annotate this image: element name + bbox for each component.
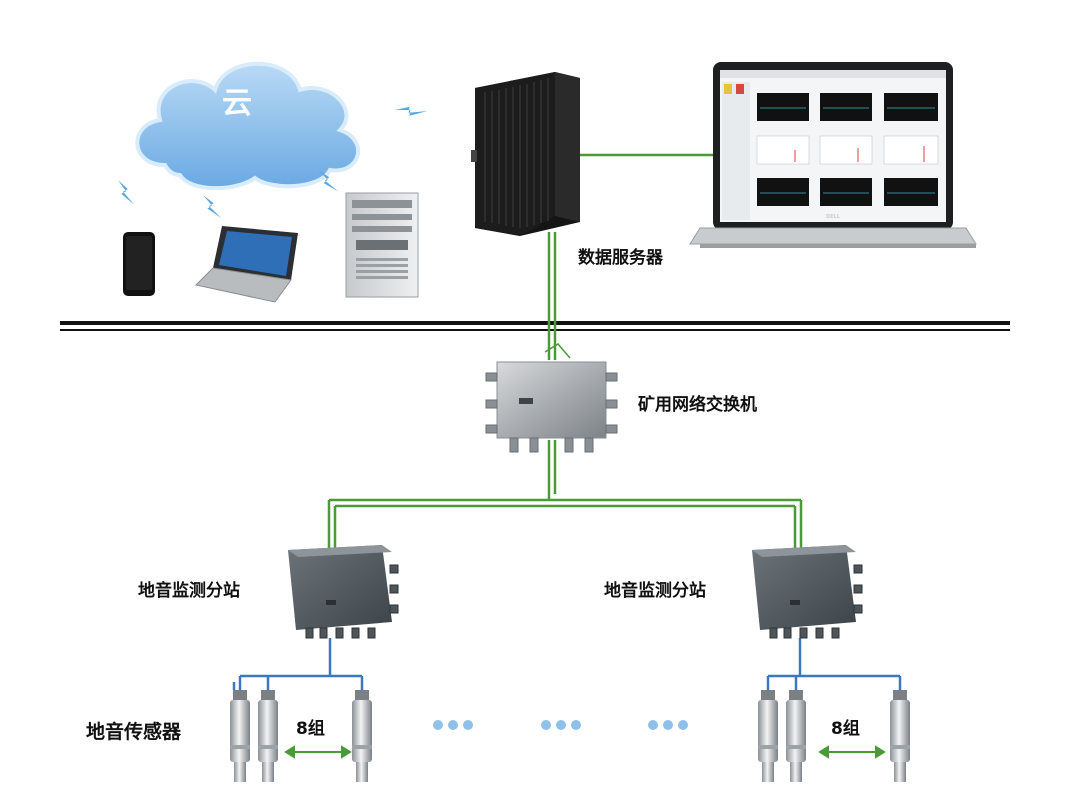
cloud-label: 云: [222, 86, 252, 121]
sensor-icon: [758, 690, 778, 782]
data-server-icon: [471, 72, 580, 236]
substation-left-label: 地音监测分站: [138, 580, 240, 601]
sensor-icon: [890, 690, 910, 782]
blue-links: [232, 638, 902, 690]
lightning-icon: [203, 192, 222, 221]
sensor-icon: [786, 690, 806, 782]
monitor-charts: [757, 93, 938, 206]
substation-right-label: 地音监测分站: [604, 580, 706, 601]
cloud-icon: 云: [135, 61, 361, 191]
small-laptop-icon: [194, 226, 298, 303]
mine-switch-label: 矿用网络交换机: [638, 394, 757, 415]
network-divider: [60, 321, 1010, 331]
monitoring-laptop-icon: DELL: [689, 62, 977, 248]
sensor-icon: [230, 690, 250, 782]
sensor-group: [230, 690, 910, 782]
desktop-pc-icon: [345, 192, 419, 298]
group-count-left: 8组: [296, 718, 325, 739]
sensor-icon: [352, 690, 372, 782]
ellipsis-dots: [433, 720, 688, 730]
mine-network-switch-icon: [485, 343, 618, 453]
double-arrow-icon: [284, 745, 352, 759]
sensors-label: 地音传感器: [86, 720, 182, 743]
phone-icon: [123, 232, 155, 296]
green-links: [327, 153, 803, 548]
sensor-icon: [258, 690, 278, 782]
lightning-icon: [395, 96, 428, 125]
double-arrow-icon: [818, 745, 886, 759]
group-count-right: 8组: [831, 718, 860, 739]
substation-right-icon: [752, 545, 863, 639]
laptop-brand: DELL: [826, 214, 841, 220]
substation-left-icon: [288, 545, 399, 639]
lightning-icon: [118, 178, 135, 206]
data-server-label: 数据服务器: [578, 247, 664, 268]
